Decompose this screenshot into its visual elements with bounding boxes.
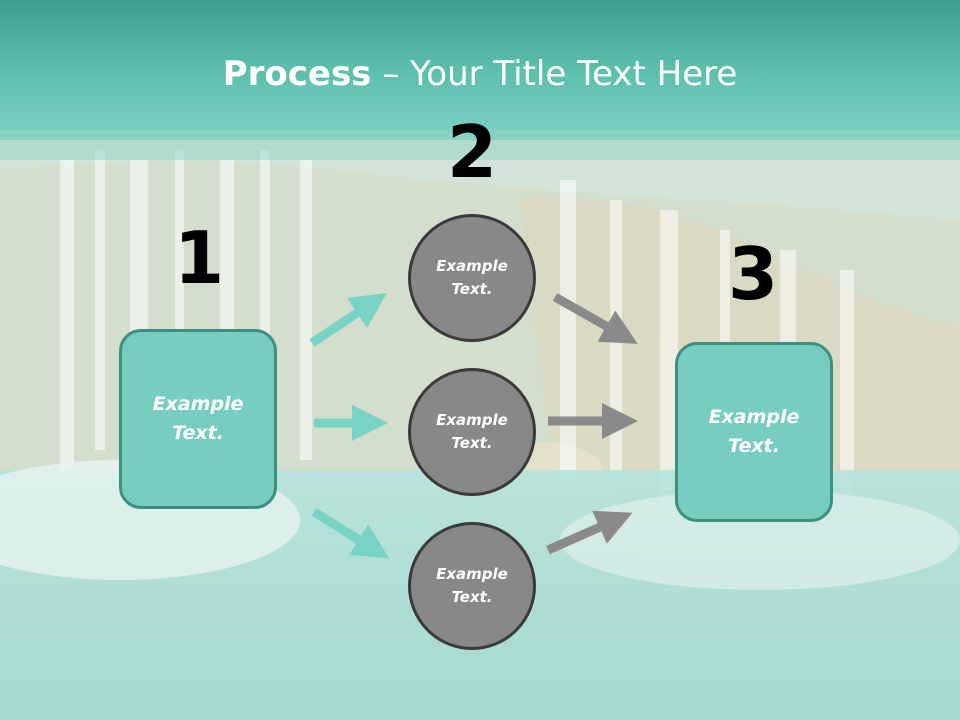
title-rest-part: – Your Title Text Here: [371, 54, 738, 94]
left-step-box: Example Text.: [119, 329, 277, 509]
arrow-to-circle-1: [309, 293, 387, 347]
circle-2-text: Example Text.: [436, 411, 508, 452]
arrow-from-circle-1: [552, 293, 638, 344]
right-step-box: Example Text.: [675, 342, 833, 522]
circle-step-3: Example Text.: [408, 522, 536, 650]
arrow-to-circle-3: [311, 508, 390, 559]
step-number-3: 3: [727, 232, 779, 316]
arrow-from-circle-3: [546, 510, 633, 555]
title-bold-part: Process: [222, 54, 372, 94]
circle-step-1: Example Text.: [408, 214, 536, 342]
slide-title: Process – Your Title Text Here: [0, 52, 960, 96]
circle-1-text: Example Text.: [436, 257, 508, 298]
right-step-text: Example Text.: [708, 406, 800, 457]
step-number-2: 2: [446, 110, 498, 194]
step-number-1: 1: [173, 216, 225, 300]
circle-step-2: Example Text.: [408, 368, 536, 496]
left-step-text: Example Text.: [152, 393, 244, 444]
circle-3-text: Example Text.: [436, 565, 508, 606]
